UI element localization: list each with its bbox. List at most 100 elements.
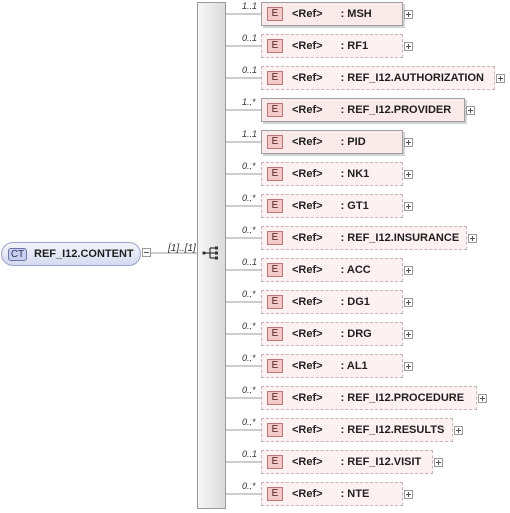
expand-icon[interactable] [404, 202, 413, 211]
element-node[interactable]: E <Ref> : MSH [261, 2, 403, 26]
element-node[interactable]: E<Ref>: PID [261, 130, 403, 154]
element-label: <Ref> : REF_I12.AUTHORIZATION [292, 72, 484, 84]
element-label: <Ref> : REF_I12.PROCEDURE [292, 392, 464, 404]
expand-icon[interactable] [404, 42, 413, 51]
element-ref: <Ref> [292, 424, 323, 436]
element-label: <Ref>: RF1 [292, 40, 368, 52]
element-node[interactable]: E <Ref>: GT1 [261, 194, 403, 218]
element-label: <Ref> : NTE [292, 488, 369, 500]
element-name: : MSH [340, 8, 372, 20]
element-ref: <Ref> [292, 8, 323, 20]
element-ref: <Ref> [292, 328, 323, 340]
expand-icon[interactable] [466, 106, 475, 115]
element-label: <Ref>: GT1 [292, 200, 369, 212]
element-label: <Ref> : REF_I12.VISIT [292, 456, 421, 468]
expand-icon[interactable] [434, 458, 443, 467]
element-ref: <Ref> [292, 296, 323, 308]
element-label: <Ref>: AL1 [292, 360, 368, 372]
element-badge: E [267, 103, 283, 117]
element-cardinality: 0..* [242, 353, 256, 363]
element-node[interactable]: E<Ref>: DG1 [261, 290, 403, 314]
element-node[interactable]: E<Ref>: NTE [261, 482, 403, 506]
element-node[interactable]: E<Ref>: RF1 [261, 34, 403, 58]
element-node[interactable]: E <Ref>: ACC [261, 258, 403, 282]
element-badge: E [267, 135, 283, 149]
element-ref: <Ref> [292, 104, 323, 116]
expand-icon[interactable] [468, 234, 477, 243]
element-label: <Ref> : MSH [292, 8, 372, 20]
expand-icon[interactable] [404, 490, 413, 499]
element-badge: E [267, 7, 283, 21]
expand-icon[interactable] [404, 266, 413, 275]
element-ref: <Ref> [292, 456, 323, 468]
element-node[interactable]: E<Ref>: REF_I12.INSURANCE [261, 226, 467, 250]
complex-type-badge: CT [8, 248, 27, 261]
element-ref: <Ref> [292, 232, 323, 244]
element-badge: E [267, 327, 283, 341]
element-name: : NTE [340, 488, 370, 500]
element-ref: <Ref> [292, 200, 323, 212]
element-badge: E [267, 167, 283, 181]
collapse-icon[interactable] [142, 248, 151, 257]
element-ref: <Ref> [292, 488, 323, 500]
element-ref: <Ref> [292, 136, 323, 148]
element-ref: <Ref> [292, 72, 323, 84]
element-node[interactable]: E <Ref>: AL1 [261, 354, 403, 378]
element-name: : REF_I12.VISIT [340, 456, 422, 468]
element-node[interactable]: E <Ref> : REF_I12.PROVIDER [261, 98, 465, 122]
element-name: : REF_I12.RESULTS [340, 424, 445, 436]
element-label: <Ref> : DRG [292, 328, 372, 340]
sequence-compositor[interactable] [197, 2, 226, 509]
element-label: <Ref>: REF_I12.INSURANCE [292, 232, 459, 244]
element-node[interactable]: E <Ref> : REF_I12.RESULTS [261, 418, 453, 442]
element-badge: E [267, 359, 283, 373]
element-label: <Ref> : REF_I12.PROVIDER [292, 104, 451, 116]
complex-type-cardinality: [1]..[1] [168, 243, 196, 254]
element-cardinality: 0..* [242, 225, 256, 235]
element-cardinality: 0..* [242, 161, 256, 171]
element-ref: <Ref> [292, 392, 323, 404]
expand-icon[interactable] [404, 10, 413, 19]
element-node[interactable]: E <Ref> : REF_I12.PROCEDURE [261, 386, 477, 410]
sequence-icon [202, 246, 218, 260]
element-badge: E [267, 199, 283, 213]
expand-icon[interactable] [404, 330, 413, 339]
element-node[interactable]: E <Ref> : REF_I12.AUTHORIZATION [261, 66, 495, 90]
expand-icon[interactable] [478, 394, 487, 403]
element-badge: E [267, 71, 283, 85]
element-cardinality: 0..* [242, 385, 256, 395]
element-cardinality: 0..* [242, 481, 256, 491]
element-ref: <Ref> [292, 264, 323, 276]
element-badge: E [267, 391, 283, 405]
element-name: : REF_I12.PROVIDER [340, 104, 452, 116]
element-label: <Ref>: ACC [292, 264, 371, 276]
element-ref: <Ref> [292, 168, 323, 180]
element-cardinality: 0..* [242, 193, 256, 203]
expand-icon[interactable] [404, 170, 413, 179]
element-name: : REF_I12.AUTHORIZATION [340, 72, 484, 84]
element-cardinality: 0..* [242, 321, 256, 331]
element-node[interactable]: E <Ref> : NK1 [261, 162, 403, 186]
element-cardinality: 0..* [242, 417, 256, 427]
expand-icon[interactable] [454, 426, 463, 435]
element-cardinality: 0..1 [242, 257, 258, 267]
element-badge: E [267, 423, 283, 437]
expand-icon[interactable] [404, 138, 413, 147]
element-badge: E [267, 455, 283, 469]
element-cardinality: 0..1 [242, 449, 258, 459]
expand-icon[interactable] [404, 362, 413, 371]
element-node[interactable]: E <Ref> : DRG [261, 322, 403, 346]
element-cardinality: 1..* [242, 97, 256, 107]
element-badge: E [267, 263, 283, 277]
complex-type-node[interactable]: CT REF_I12.CONTENT [1, 242, 141, 266]
expand-icon[interactable] [496, 74, 505, 83]
expand-icon[interactable] [404, 298, 413, 307]
element-name: : DRG [340, 328, 372, 340]
element-ref: <Ref> [292, 40, 323, 52]
element-node[interactable]: E <Ref> : REF_I12.VISIT [261, 450, 433, 474]
element-name: : REF_I12.PROCEDURE [340, 392, 465, 404]
element-name: : DG1 [340, 296, 370, 308]
element-label: <Ref> : NK1 [292, 168, 369, 180]
element-name: : NK1 [340, 168, 370, 180]
